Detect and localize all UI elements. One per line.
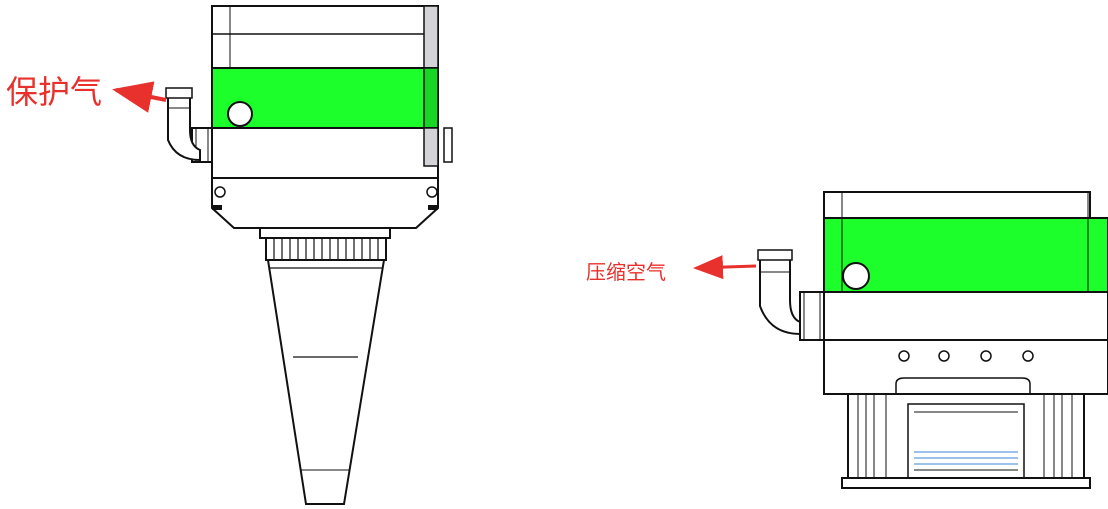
left-threaded-collar <box>259 227 391 239</box>
left-bottom-block <box>211 177 439 229</box>
right-window <box>907 403 1025 479</box>
left-upper-body <box>211 5 439 69</box>
right-head-assembly <box>757 191 1108 489</box>
right-green-band <box>823 217 1108 293</box>
left-knob <box>227 101 253 127</box>
left-elbow-fitting <box>167 95 201 162</box>
compressed-air-label: 压缩空气 <box>586 260 666 284</box>
right-lower-body <box>823 291 1108 341</box>
right-knob <box>842 262 870 290</box>
protective-gas-label: 保护气 <box>6 73 103 111</box>
right-elbow-fitting <box>759 257 801 336</box>
right-callout-arrow <box>693 255 757 280</box>
left-lower-body <box>211 127 439 179</box>
left-nozzle-cone <box>266 259 386 505</box>
right-bottom-plate <box>841 477 1091 489</box>
left-head-assembly <box>165 5 453 505</box>
left-callout-arrow <box>112 81 167 113</box>
